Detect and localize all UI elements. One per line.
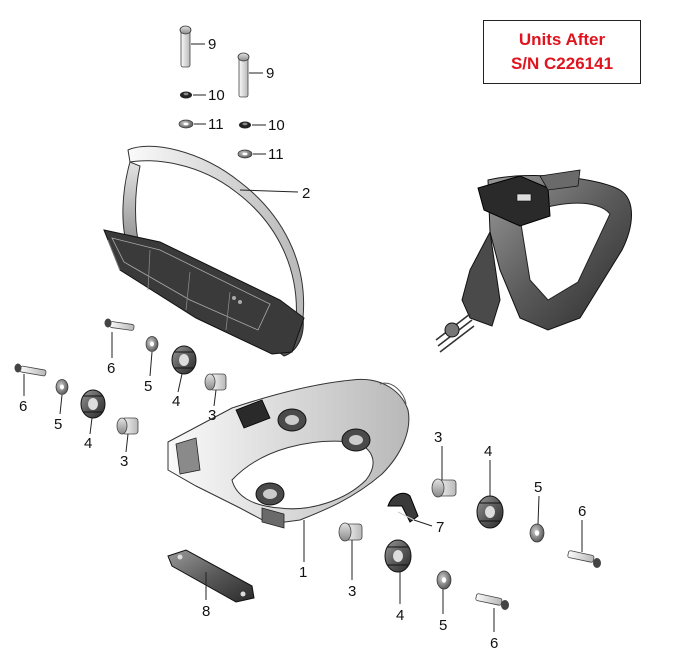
bolt-6-upper bbox=[104, 318, 135, 331]
callout-1: 1 bbox=[299, 564, 307, 581]
callout-2: 2 bbox=[302, 185, 310, 202]
callout-4: 4 bbox=[172, 393, 180, 410]
callout-8: 8 bbox=[202, 603, 210, 620]
bolt-9-right bbox=[237, 52, 250, 98]
callout-6: 6 bbox=[19, 398, 27, 415]
washer-5-left bbox=[55, 379, 69, 395]
bolt-9-left bbox=[179, 25, 192, 68]
callout-9: 9 bbox=[208, 36, 216, 53]
callout-5: 5 bbox=[54, 416, 62, 433]
nut-10-right bbox=[239, 121, 251, 129]
damper-4-left bbox=[80, 389, 106, 419]
callout-6: 6 bbox=[490, 635, 498, 652]
callout-4: 4 bbox=[396, 607, 404, 624]
collar-3-upper bbox=[204, 373, 227, 391]
front-handle-2 bbox=[103, 145, 305, 357]
callout-11: 11 bbox=[208, 116, 224, 133]
callout-3: 3 bbox=[208, 407, 216, 424]
bolt-6-bottom bbox=[475, 593, 509, 610]
plate-8 bbox=[167, 549, 255, 603]
callout-6: 6 bbox=[107, 360, 115, 377]
callout-9: 9 bbox=[266, 65, 274, 82]
washer-5-bottom bbox=[436, 570, 452, 590]
callout-10: 10 bbox=[268, 117, 285, 134]
washer-5-upper bbox=[145, 336, 159, 352]
damper-4-right bbox=[476, 495, 504, 529]
callout-7: 7 bbox=[436, 519, 444, 536]
callout-4: 4 bbox=[84, 435, 92, 452]
clip-7 bbox=[387, 492, 419, 523]
callout-4: 4 bbox=[484, 443, 492, 460]
callout-3: 3 bbox=[120, 453, 128, 470]
washer-11-right bbox=[237, 149, 253, 159]
callout-labels: 9 9 10 11 10 11 2 6 5 4 3 6 5 4 3 3 4 5 … bbox=[19, 36, 586, 652]
callout-6: 6 bbox=[578, 503, 586, 520]
rear-handle-assembly bbox=[435, 169, 632, 353]
leader-lines bbox=[23, 43, 583, 632]
callout-5: 5 bbox=[439, 617, 447, 634]
collar-3-left bbox=[116, 417, 139, 435]
callout-10: 10 bbox=[208, 87, 225, 104]
washer-5-right bbox=[529, 523, 545, 543]
damper-4-bottom bbox=[384, 539, 412, 573]
collar-3-bottom bbox=[338, 522, 363, 542]
serial-number-notice: Units After S/N C226141 bbox=[483, 20, 641, 84]
washer-11-left bbox=[178, 119, 194, 129]
callout-11: 11 bbox=[268, 146, 284, 163]
callout-3: 3 bbox=[434, 429, 442, 446]
callout-5: 5 bbox=[144, 378, 152, 395]
bolt-6-right bbox=[567, 550, 601, 568]
bolt-6-left bbox=[14, 363, 47, 377]
callout-3: 3 bbox=[348, 583, 356, 600]
notice-line-2: S/N C226141 bbox=[510, 54, 614, 73]
nut-10-left bbox=[180, 91, 192, 99]
notice-line-1: Units After bbox=[518, 30, 606, 49]
handle-bracket-1 bbox=[167, 378, 410, 529]
damper-4-upper bbox=[171, 345, 197, 375]
callout-5: 5 bbox=[534, 479, 542, 496]
collar-3-right bbox=[431, 478, 457, 498]
